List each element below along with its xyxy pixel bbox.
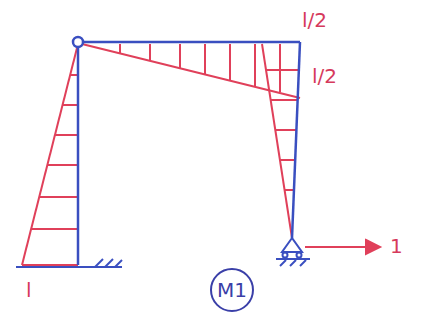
left-moment-area [22,44,78,265]
frame-members [73,37,300,265]
fixed-support [16,259,122,267]
moment-value: l/2 [312,66,337,86]
moment-value: l [26,280,32,300]
moment-value: l/2 [302,10,327,30]
diagram-name-circle: M1 [210,268,254,312]
roller-support [276,238,310,266]
circle-outline [211,269,253,311]
diagram-name: M1 [217,280,247,300]
load-value: 1 [390,236,403,256]
unit-load-arrow [305,240,380,254]
beam-moment-area [82,44,300,98]
